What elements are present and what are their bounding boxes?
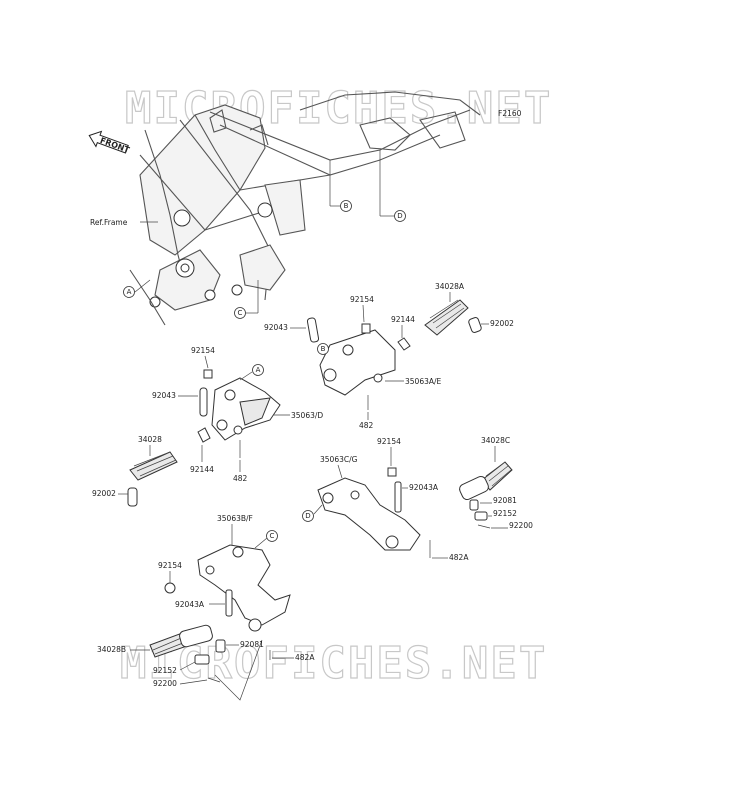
part-92144-upper-right: 92144 xyxy=(391,315,415,324)
part-34028b: 34028B xyxy=(97,645,126,654)
part-34028a: 34028A xyxy=(435,282,465,291)
svg-text:B: B xyxy=(344,202,349,210)
svg-text:D: D xyxy=(397,212,402,220)
part-92154-upper-right: 92154 xyxy=(350,295,374,304)
part-92144-left: 92144 xyxy=(190,465,214,474)
part-92154-right-front: 92154 xyxy=(377,437,401,446)
left-rear-bracket-group: A xyxy=(127,364,281,507)
callout-b-frame: B xyxy=(329,160,352,212)
part-92081-left: 92081 xyxy=(240,640,264,649)
part-482-upper-right: 482 xyxy=(359,421,374,430)
part-92002-left: 92002 xyxy=(92,489,116,498)
part-35063bf: 35063B/F xyxy=(217,514,253,523)
right-front-bracket-group: D xyxy=(302,461,513,558)
callout-a-bracket: A xyxy=(256,366,261,374)
callout-c-bracket: C xyxy=(270,532,275,540)
part-34028: 34028 xyxy=(138,435,162,444)
part-482a-right: 482A xyxy=(449,553,469,562)
part-92002-upper-right: 92002 xyxy=(490,319,514,328)
svg-text:A: A xyxy=(127,288,132,296)
svg-text:C: C xyxy=(238,309,243,317)
part-35063d: 35063/D xyxy=(291,411,323,420)
ref-frame-label: Ref.Frame xyxy=(90,218,128,227)
part-92200-left: 92200 xyxy=(153,679,177,688)
part-92043-upper-right: 92043 xyxy=(264,323,288,332)
callout-b-bracket: B xyxy=(321,345,326,353)
part-482a-left: 482A xyxy=(295,653,315,662)
part-34028c: 34028C xyxy=(481,436,510,445)
part-92081-right: 92081 xyxy=(493,496,517,505)
callout-a-frame: A xyxy=(123,279,151,298)
part-92200-right: 92200 xyxy=(509,521,533,530)
part-92154-left: 92154 xyxy=(191,346,215,355)
callout-d-bracket: D xyxy=(305,512,310,520)
front-label: FRONT xyxy=(99,136,131,155)
part-482-left: 482 xyxy=(233,474,248,483)
part-92043-left: 92043 xyxy=(152,391,176,400)
callout-d-frame: D xyxy=(379,150,406,222)
part-92154-lower-left: 92154 xyxy=(158,561,182,570)
part-92043a-left: 92043A xyxy=(175,600,205,609)
part-92152-right: 92152 xyxy=(493,509,517,518)
part-92152-left: 92152 xyxy=(153,666,177,675)
left-front-bracket-group: C xyxy=(149,530,291,701)
part-35063ae: 35063A/E xyxy=(405,377,442,386)
part-35063cg: 35063C/G xyxy=(320,455,358,464)
figure-code: F2160 xyxy=(498,109,522,118)
callout-c-frame: C xyxy=(234,280,259,319)
part-92043a-right: 92043A xyxy=(409,483,439,492)
right-rear-bracket-group: B xyxy=(306,299,482,410)
frame-drawing xyxy=(129,91,481,326)
